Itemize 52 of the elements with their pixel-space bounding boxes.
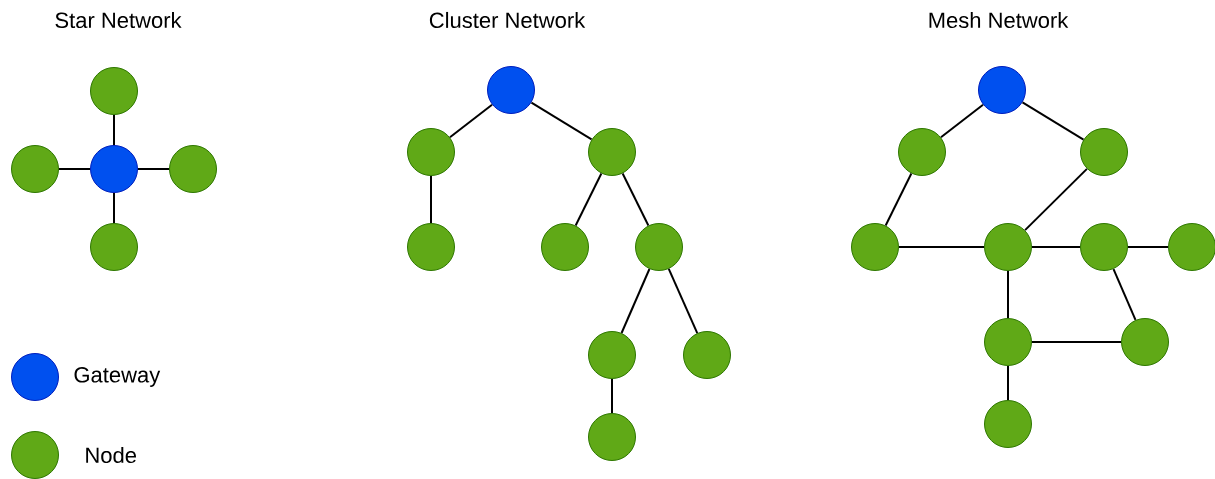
- legend-label: Gateway: [74, 367, 161, 387]
- node-circle: [588, 413, 636, 461]
- connection-line: [137, 168, 170, 170]
- network-title: Cluster Network: [429, 11, 586, 29]
- node-circle: [635, 223, 683, 271]
- gateway-circle: [978, 66, 1026, 114]
- network-title: Mesh Network: [929, 11, 1069, 29]
- connection-line: [1024, 167, 1088, 232]
- connection-line: [113, 192, 115, 224]
- node-circle: [407, 128, 455, 176]
- node-circle: [407, 223, 455, 271]
- connection-line: [940, 103, 985, 139]
- node-circle: [898, 128, 946, 176]
- connection-line: [58, 168, 91, 170]
- connection-line: [113, 114, 115, 146]
- node-circle: [1080, 223, 1128, 271]
- connection-line: [530, 101, 593, 141]
- connection-line: [430, 175, 432, 224]
- connection-line: [574, 172, 603, 227]
- node-circle: [1121, 318, 1169, 366]
- connection-line: [898, 246, 985, 248]
- node-circle: [1168, 223, 1215, 271]
- node-circle: [90, 223, 138, 271]
- gateway-circle: [487, 66, 535, 114]
- node-circle: [851, 223, 899, 271]
- connection-line: [1021, 101, 1085, 141]
- legend-label: Node: [86, 446, 136, 464]
- node-circle: [683, 331, 731, 379]
- connection-line: [621, 172, 650, 227]
- node-circle: [984, 223, 1032, 271]
- connection-line: [667, 267, 699, 335]
- connection-line: [1007, 365, 1009, 401]
- connection-line: [1127, 246, 1169, 248]
- connection-line: [1031, 246, 1081, 248]
- connection-line: [620, 268, 651, 334]
- node-circle: [1080, 128, 1128, 176]
- connection-line: [611, 378, 613, 414]
- connection-line: [1007, 270, 1009, 319]
- node-circle: [588, 128, 636, 176]
- connection-line: [884, 172, 913, 227]
- node-circle: [541, 223, 589, 271]
- node-circle: [984, 400, 1032, 448]
- gateway-circle: [90, 145, 138, 193]
- connection-line: [1112, 268, 1137, 321]
- node-circle: [169, 145, 217, 193]
- network-title: Star Network: [55, 11, 182, 29]
- node-circle: [90, 67, 138, 115]
- node-circle: [11, 145, 59, 193]
- connection-line: [1031, 341, 1122, 343]
- connection-line: [449, 103, 494, 139]
- node-circle: [984, 318, 1032, 366]
- node-circle: [588, 331, 636, 379]
